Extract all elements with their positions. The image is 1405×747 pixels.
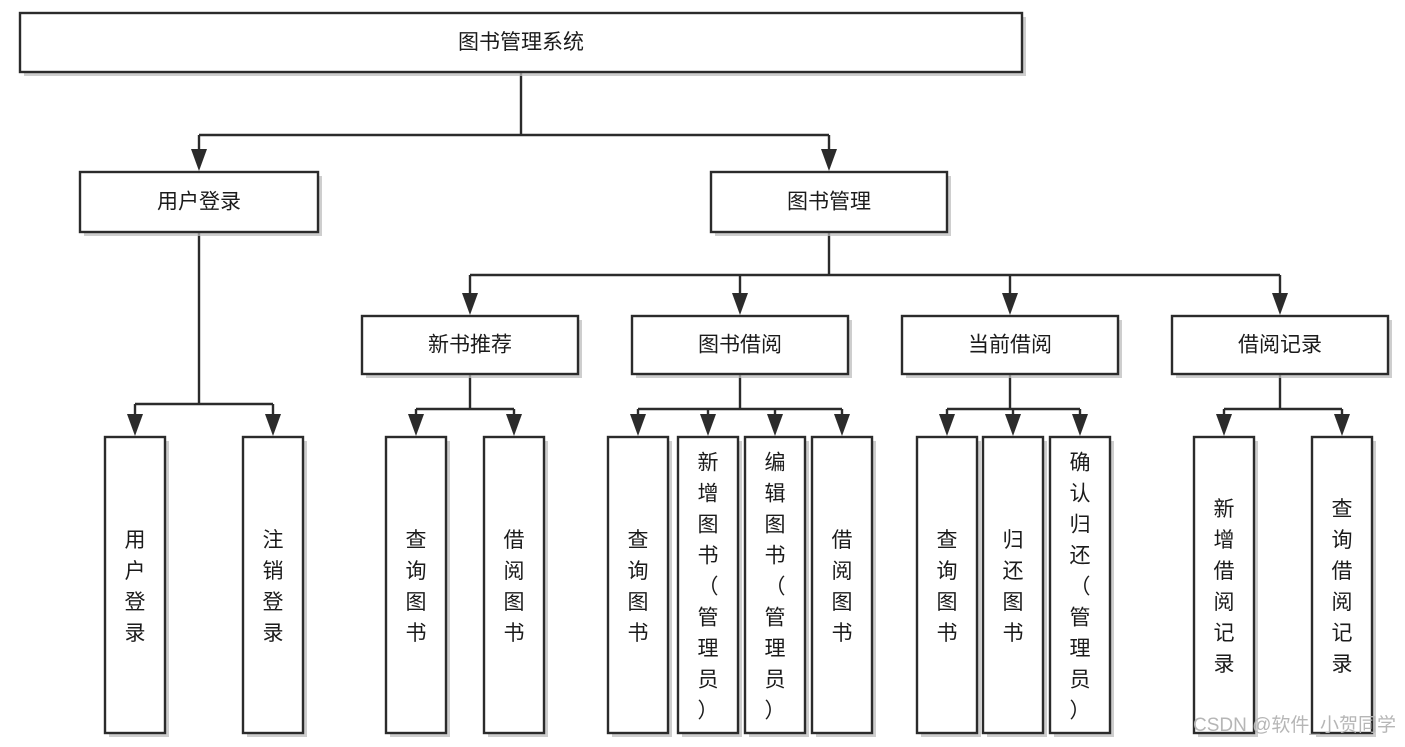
node-box[interactable] — [915, 435, 979, 735]
arrowhead-icon — [732, 293, 748, 315]
node-leaf-add-book[interactable]: 新增图书（管理员） — [676, 435, 742, 737]
arrowhead-icon — [767, 414, 783, 436]
node-label: 借阅图书 — [504, 529, 525, 645]
arrowhead-icon — [1272, 293, 1288, 315]
node-label: 编辑图书（管理员） — [765, 452, 786, 723]
node-box[interactable] — [1048, 435, 1112, 735]
arrowhead-icon — [127, 414, 143, 436]
node-new-book-rec[interactable]: 新书推荐 — [360, 314, 582, 378]
csdn-watermark: CSDN @软件_小贺同学 — [1193, 714, 1396, 736]
node-label: 借阅记录 — [1238, 334, 1322, 357]
arrowhead-icon — [1005, 414, 1021, 436]
node-box[interactable] — [384, 435, 448, 735]
node-box[interactable] — [78, 170, 320, 234]
node-leaf-add-record[interactable]: 新增借阅记录 — [1192, 435, 1258, 737]
arrowhead-icon — [265, 414, 281, 436]
arrowhead-icon — [191, 149, 207, 171]
node-box[interactable] — [630, 314, 850, 376]
node-label: 查询图书 — [406, 529, 427, 645]
node-label: 确认归还（管理员） — [1070, 452, 1091, 723]
node-leaf-logout[interactable]: 注销登录 — [241, 435, 307, 737]
node-label: 图书借阅 — [698, 334, 782, 357]
node-leaf-borrow-book[interactable]: 借阅图书 — [810, 435, 876, 737]
node-box[interactable] — [676, 435, 740, 735]
arrowhead-icon — [821, 149, 837, 171]
node-leaf-edit-book[interactable]: 编辑图书（管理员） — [743, 435, 809, 737]
node-leaf-cur-query-book[interactable]: 查询图书 — [915, 435, 981, 737]
node-user-login[interactable]: 用户登录 — [78, 170, 322, 236]
node-box[interactable] — [103, 435, 167, 735]
connector-layer — [127, 72, 1350, 436]
node-label: 新增图书（管理员） — [698, 452, 719, 723]
node-label: 注销登录 — [263, 529, 284, 645]
node-box[interactable] — [241, 435, 305, 735]
arrowhead-icon — [462, 293, 478, 315]
node-label: 查询图书 — [937, 529, 958, 645]
node-label: 图书管理 — [787, 191, 871, 214]
node-box[interactable] — [482, 435, 546, 735]
arrowhead-icon — [939, 414, 955, 436]
node-label: 当前借阅 — [968, 334, 1052, 357]
arrowhead-icon — [700, 414, 716, 436]
arrowhead-icon — [630, 414, 646, 436]
arrowhead-icon — [506, 414, 522, 436]
arrowhead-icon — [1216, 414, 1232, 436]
node-leaf-user-login[interactable]: 用户登录 — [103, 435, 169, 737]
arrowhead-icon — [408, 414, 424, 436]
arrowhead-icon — [1334, 414, 1350, 436]
node-leaf-borrow-query-book[interactable]: 查询图书 — [606, 435, 672, 737]
node-book-manage[interactable]: 图书管理 — [709, 170, 951, 236]
node-box[interactable] — [743, 435, 807, 735]
node-leaf-rec-borrow-book[interactable]: 借阅图书 — [482, 435, 548, 737]
node-label: 新书推荐 — [428, 334, 512, 357]
node-box[interactable] — [900, 314, 1120, 376]
node-label: 用户登录 — [125, 529, 146, 645]
node-box[interactable] — [18, 11, 1024, 74]
arrowhead-icon — [834, 414, 850, 436]
node-label: 图书管理系统 — [458, 31, 584, 54]
node-leaf-rec-query-book[interactable]: 查询图书 — [384, 435, 450, 737]
node-box[interactable] — [1192, 435, 1256, 735]
arrowhead-icon — [1002, 293, 1018, 315]
node-book-borrow[interactable]: 图书借阅 — [630, 314, 852, 378]
node-layer: 图书管理系统用户登录图书管理新书推荐图书借阅当前借阅借阅记录用户登录注销登录查询… — [18, 11, 1392, 737]
node-label: 借阅图书 — [832, 529, 853, 645]
node-box[interactable] — [709, 170, 949, 234]
node-box[interactable] — [810, 435, 874, 735]
node-box[interactable] — [981, 435, 1045, 735]
node-label: 查询图书 — [628, 529, 649, 645]
node-box[interactable] — [1310, 435, 1374, 735]
node-label: 归还图书 — [1003, 529, 1024, 645]
node-box[interactable] — [1170, 314, 1390, 376]
node-leaf-return-book[interactable]: 归还图书 — [981, 435, 1047, 737]
node-leaf-query-record[interactable]: 查询借阅记录 — [1310, 435, 1376, 737]
node-label: 用户登录 — [157, 191, 241, 214]
node-box[interactable] — [360, 314, 580, 376]
node-label: 新增借阅记录 — [1214, 498, 1235, 676]
node-root[interactable]: 图书管理系统 — [18, 11, 1026, 76]
node-leaf-confirm-return[interactable]: 确认归还（管理员） — [1048, 435, 1114, 737]
node-current-borrow[interactable]: 当前借阅 — [900, 314, 1122, 378]
node-box[interactable] — [606, 435, 670, 735]
node-label: 查询借阅记录 — [1332, 498, 1353, 676]
arrowhead-icon — [1072, 414, 1088, 436]
node-borrow-record[interactable]: 借阅记录 — [1170, 314, 1392, 378]
